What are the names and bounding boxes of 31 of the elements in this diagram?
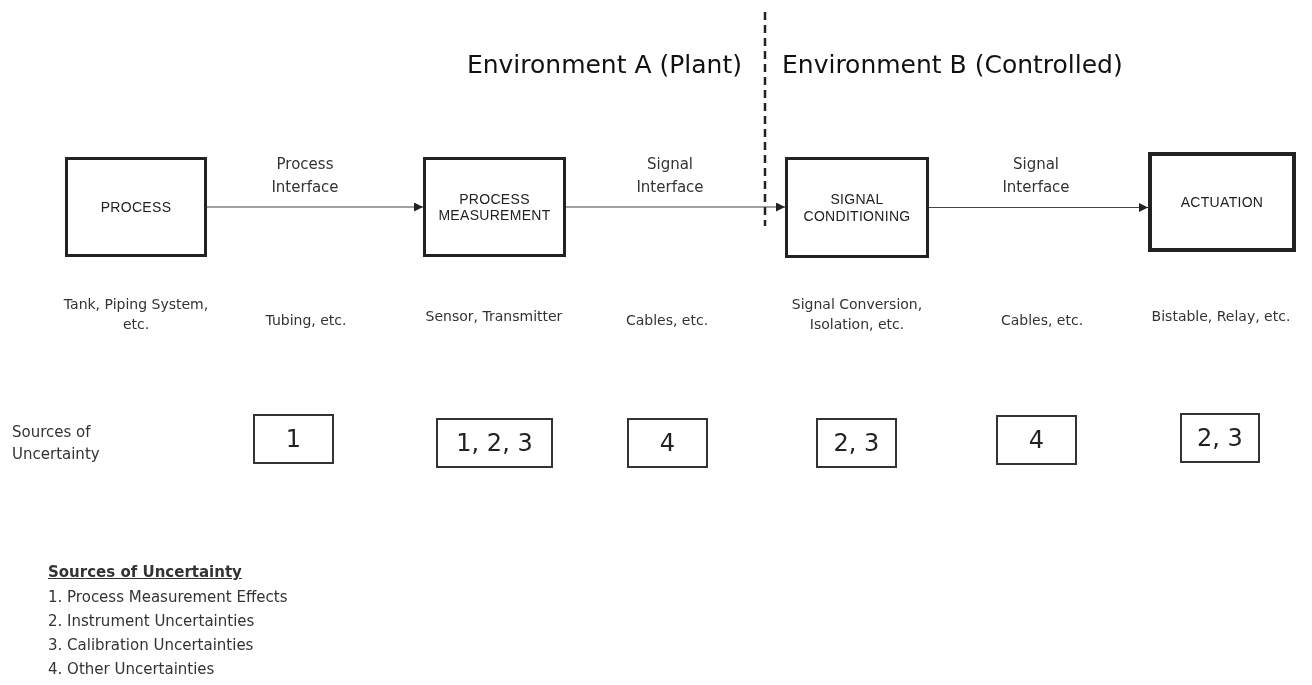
process-box: PROCESS [65,157,207,257]
component-caption: Bistable, Relay, etc. [1150,307,1292,326]
component-caption: Cables, etc. [999,311,1085,330]
arrow [928,203,1149,212]
process-box: ACTUATION [1148,152,1296,252]
uncertainty-box: 4 [996,415,1077,465]
edge-label: Signal Interface [635,154,705,199]
arrow [565,202,786,212]
component-caption: Signal Conversion, Isolation, etc. [790,295,924,335]
uncertainty-box: 1 [253,414,334,464]
uncertainty-box: 2, 3 [816,418,897,468]
legend-item: 3. Calibration Uncertainties [48,636,254,654]
uncertainty-box: 1, 2, 3 [436,418,553,468]
environment-label: Environment A (Plant) [466,50,742,79]
legend-item: 4. Other Uncertainties [48,660,215,678]
component-caption: Tank, Piping System, etc. [62,295,210,335]
component-caption: Cables, etc. [624,311,710,330]
uncertainty-box: 2, 3 [1180,413,1260,463]
component-caption: Sensor, Transmitter [424,307,564,326]
row-label: Sources of Uncertainty [12,422,101,465]
process-box: SIGNAL CONDITIONING [785,157,929,258]
uncertainty-box: 4 [627,418,708,468]
arrow [206,202,424,212]
edge-label: Signal Interface [1001,154,1071,199]
legend-heading: Sources of Uncertainty [48,563,242,581]
component-caption: Tubing, etc. [264,311,348,330]
edge-label: Process Interface [270,154,340,199]
legend-item: 1. Process Measurement Effects [48,588,288,606]
environment-label: Environment B (Controlled) [782,50,1123,79]
legend-item: 2. Instrument Uncertainties [48,612,255,630]
process-box: PROCESS MEASUREMENT [423,157,566,257]
